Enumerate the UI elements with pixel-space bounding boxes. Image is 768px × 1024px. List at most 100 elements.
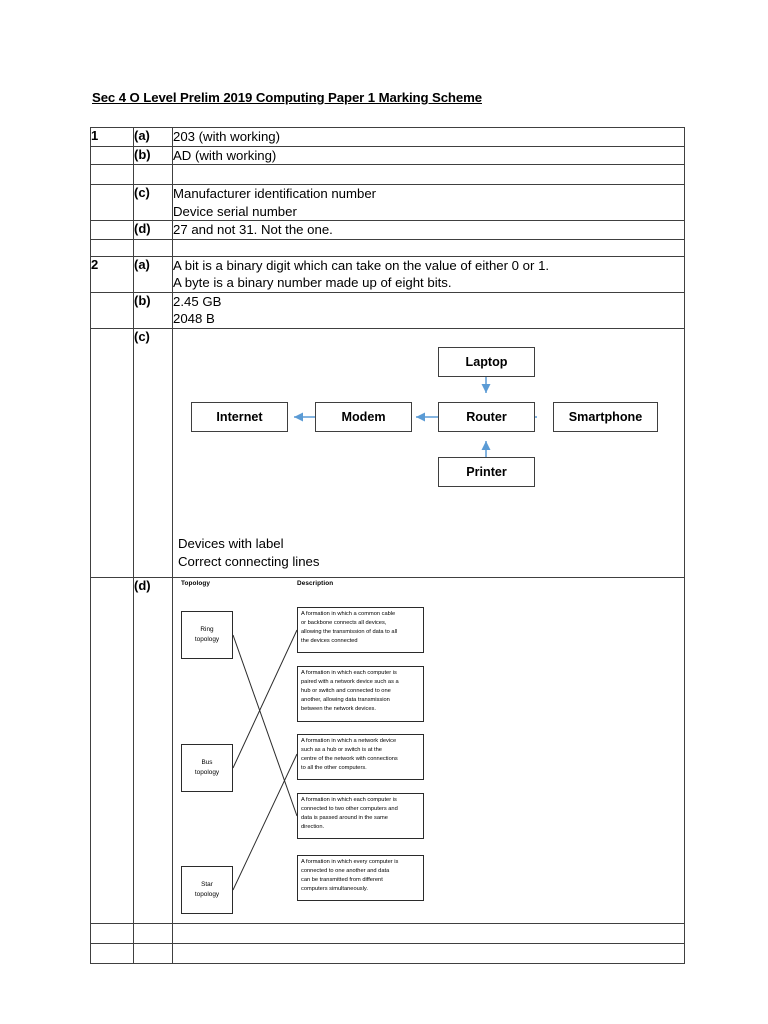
topology-box-label: Bus topology: [195, 758, 219, 777]
node-label: Modem: [341, 409, 386, 424]
answer-cell: AD (with working): [172, 145, 685, 166]
table-row: (b) 2.45 GB 2048 B: [90, 291, 685, 329]
question-number-cell: 2: [90, 255, 134, 293]
description-box-3[interactable]: A formation in which a network device su…: [297, 733, 424, 780]
answer-cell: 27 and not 31. Not the one.: [172, 220, 685, 240]
description-line: A formation in which every computer is: [301, 858, 399, 865]
answer-line: Manufacturer identification number: [173, 186, 377, 202]
answer-line: 27 and not 31. Not the one.: [173, 222, 333, 238]
description-line: A formation in which each computer is: [301, 796, 397, 803]
empty-cell: [172, 942, 685, 964]
question-number-cell: [90, 220, 134, 240]
part-label-cell: (c): [133, 327, 173, 578]
node-laptop: Laptop: [438, 346, 535, 377]
description-line: can be transmitted from different: [301, 877, 383, 884]
empty-cell: [133, 942, 173, 964]
label-line: Bus: [201, 759, 213, 767]
note-line: Correct connecting lines: [178, 553, 320, 569]
description-line: centre of the network with connections: [301, 756, 398, 763]
description-line: A formation in which each computer is: [301, 669, 397, 676]
description-box-2[interactable]: A formation in which each computer is pa…: [297, 665, 424, 722]
topology-box-star[interactable]: Star topology: [181, 865, 233, 914]
answer-line: A byte is a binary number made up of eig…: [173, 275, 452, 291]
label-line: Star: [201, 881, 213, 889]
network-diagram: Laptop Internet Modem Router Smartph: [173, 329, 685, 529]
description-line: A formation in which a common cable: [301, 610, 396, 617]
label-line: topology: [194, 768, 220, 776]
empty-cell: [172, 164, 685, 186]
empty-cell: [172, 922, 685, 944]
table-row-empty: [90, 942, 685, 964]
part-label-cell: (a): [133, 127, 173, 147]
answer-line: 2.45 GB: [173, 293, 222, 309]
part-label-cell: (c): [133, 184, 173, 222]
topology-match-lines: [232, 629, 298, 890]
node-internet: Internet: [191, 401, 288, 432]
answer-cell: A bit is a binary digit which can take o…: [172, 255, 685, 293]
part-label-cell: (d): [133, 576, 173, 924]
answer-line: 2048 B: [173, 311, 215, 327]
part-label-cell: (d): [133, 220, 173, 240]
question-number-cell: [90, 145, 134, 166]
answer-cell-topology-matching: Topology Description Ring topology Bus: [172, 576, 685, 924]
description-line: A formation in which a network device: [301, 737, 397, 744]
node-printer: Printer: [438, 456, 535, 487]
question-number-cell: 1: [90, 127, 134, 147]
description-line: computers simultaneously.: [301, 886, 368, 893]
node-label: Printer: [466, 464, 507, 479]
label-line: topology: [194, 635, 220, 643]
empty-cell: [133, 922, 173, 944]
description-line: the devices connected: [301, 638, 358, 645]
table-row-empty: [90, 238, 685, 257]
empty-cell: [133, 164, 173, 186]
empty-cell: [90, 238, 134, 257]
description-line: direction.: [301, 824, 325, 831]
node-label: Router: [466, 409, 507, 424]
table-row: 1 (a) 203 (with working): [90, 127, 685, 147]
description-box-5[interactable]: A formation in which every computer is c…: [297, 854, 424, 901]
table-row: 2 (a) A bit is a binary digit which can …: [90, 255, 685, 293]
topology-box-label: Ring topology: [195, 625, 219, 644]
description-line: connected to one another and data: [301, 867, 390, 874]
description-box-1[interactable]: A formation in which a common cable or b…: [297, 606, 424, 653]
answer-cell: 203 (with working): [172, 127, 685, 147]
node-label: Smartphone: [568, 409, 643, 424]
question-number-cell: [90, 184, 134, 222]
question-number-cell: [90, 576, 134, 924]
label-line: topology: [194, 890, 220, 898]
description-box-4[interactable]: A formation in which each computer is co…: [297, 792, 424, 839]
description-line: another, allowing data transmission: [301, 697, 390, 704]
page-title: Sec 4 O Level Prelim 2019 Computing Pape…: [92, 90, 482, 105]
table-row: (d) Topology Description: [90, 576, 685, 924]
answer-line: Device serial number: [173, 203, 297, 219]
description-line: between the network devices.: [301, 706, 376, 713]
table-row-empty: [90, 922, 685, 944]
column-header-description: Description: [297, 579, 334, 587]
table-row: (c) Manufacturer identification number D…: [90, 184, 685, 222]
answer-line: 203 (with working): [173, 129, 281, 144]
description-line: such as a hub or switch is at the: [301, 746, 382, 753]
empty-cell: [90, 922, 134, 944]
empty-cell: [90, 164, 134, 186]
empty-cell: [133, 238, 173, 257]
answer-cell: 2.45 GB 2048 B: [172, 291, 685, 329]
note-line: Devices with label: [178, 535, 284, 551]
marking-scheme-table: 1 (a) 203 (with working) (b) AD (with wo…: [90, 127, 685, 964]
network-diagram-notes: Devices with label Correct connecting li…: [173, 529, 684, 577]
answer-line: A bit is a binary digit which can take o…: [173, 257, 550, 273]
topology-box-label: Star topology: [195, 880, 219, 899]
part-label-cell: (b): [133, 291, 173, 329]
node-router: Router: [438, 401, 535, 432]
node-label: Internet: [216, 409, 263, 424]
answer-cell: Manufacturer identification number Devic…: [172, 184, 685, 222]
topology-box-ring[interactable]: Ring topology: [181, 610, 233, 659]
description-line: or backbone connects all devices,: [301, 619, 387, 626]
question-number-cell: [90, 327, 134, 578]
empty-cell: [90, 942, 134, 964]
topology-box-bus[interactable]: Bus topology: [181, 743, 233, 792]
part-label-cell: (a): [133, 255, 173, 293]
node-modem: Modem: [315, 401, 412, 432]
description-line: paired with a network device such as a: [301, 678, 399, 685]
node-label: Laptop: [465, 354, 508, 369]
